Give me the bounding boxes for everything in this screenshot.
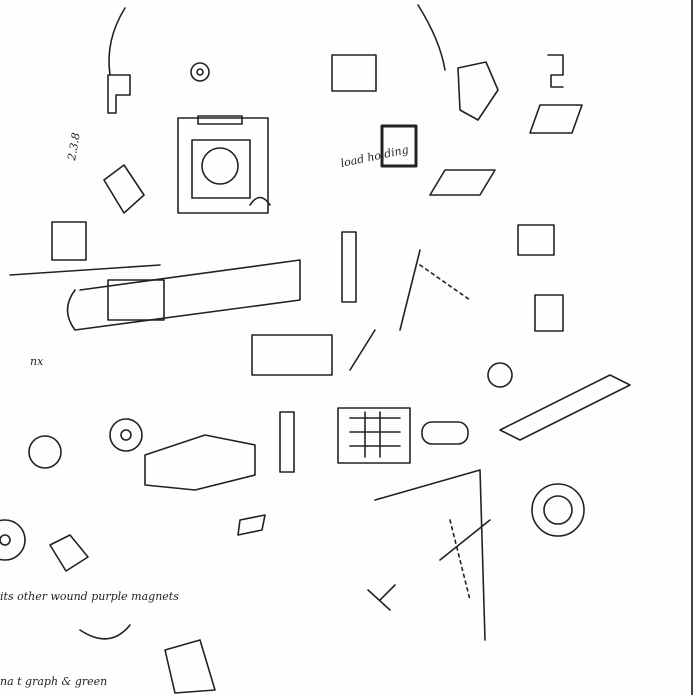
note-mid-left: nx [30, 355, 44, 368]
block-row [144, 434, 256, 491]
panel-lower [251, 334, 333, 376]
disk-left [0, 519, 26, 561]
device-top-bar [197, 115, 243, 125]
box-top [331, 54, 377, 92]
device-frame [177, 117, 269, 214]
long-table [66, 259, 301, 331]
device-inner [191, 139, 251, 199]
arc-top-left [108, 7, 126, 76]
device-dial [201, 147, 239, 185]
zigzag-box [457, 61, 499, 121]
square-left [51, 221, 87, 261]
small-box-right [534, 294, 564, 332]
panel [107, 279, 165, 321]
note-magnets: its other wound purple magnets [0, 590, 179, 603]
circle-target-mid [109, 418, 143, 452]
long-slab [499, 374, 631, 441]
arc-top-right [417, 4, 446, 71]
circle-target-top [190, 62, 210, 82]
circle-right [531, 483, 585, 537]
grid-box [337, 407, 411, 464]
parallelogram-mid [429, 169, 496, 196]
stacked-box [107, 74, 131, 114]
cube [380, 124, 418, 168]
note-bottom-left: na t graph & green [0, 675, 108, 688]
parallelogram-top-right [529, 104, 583, 134]
rail-left [9, 264, 161, 276]
vertical-bar [341, 231, 357, 303]
